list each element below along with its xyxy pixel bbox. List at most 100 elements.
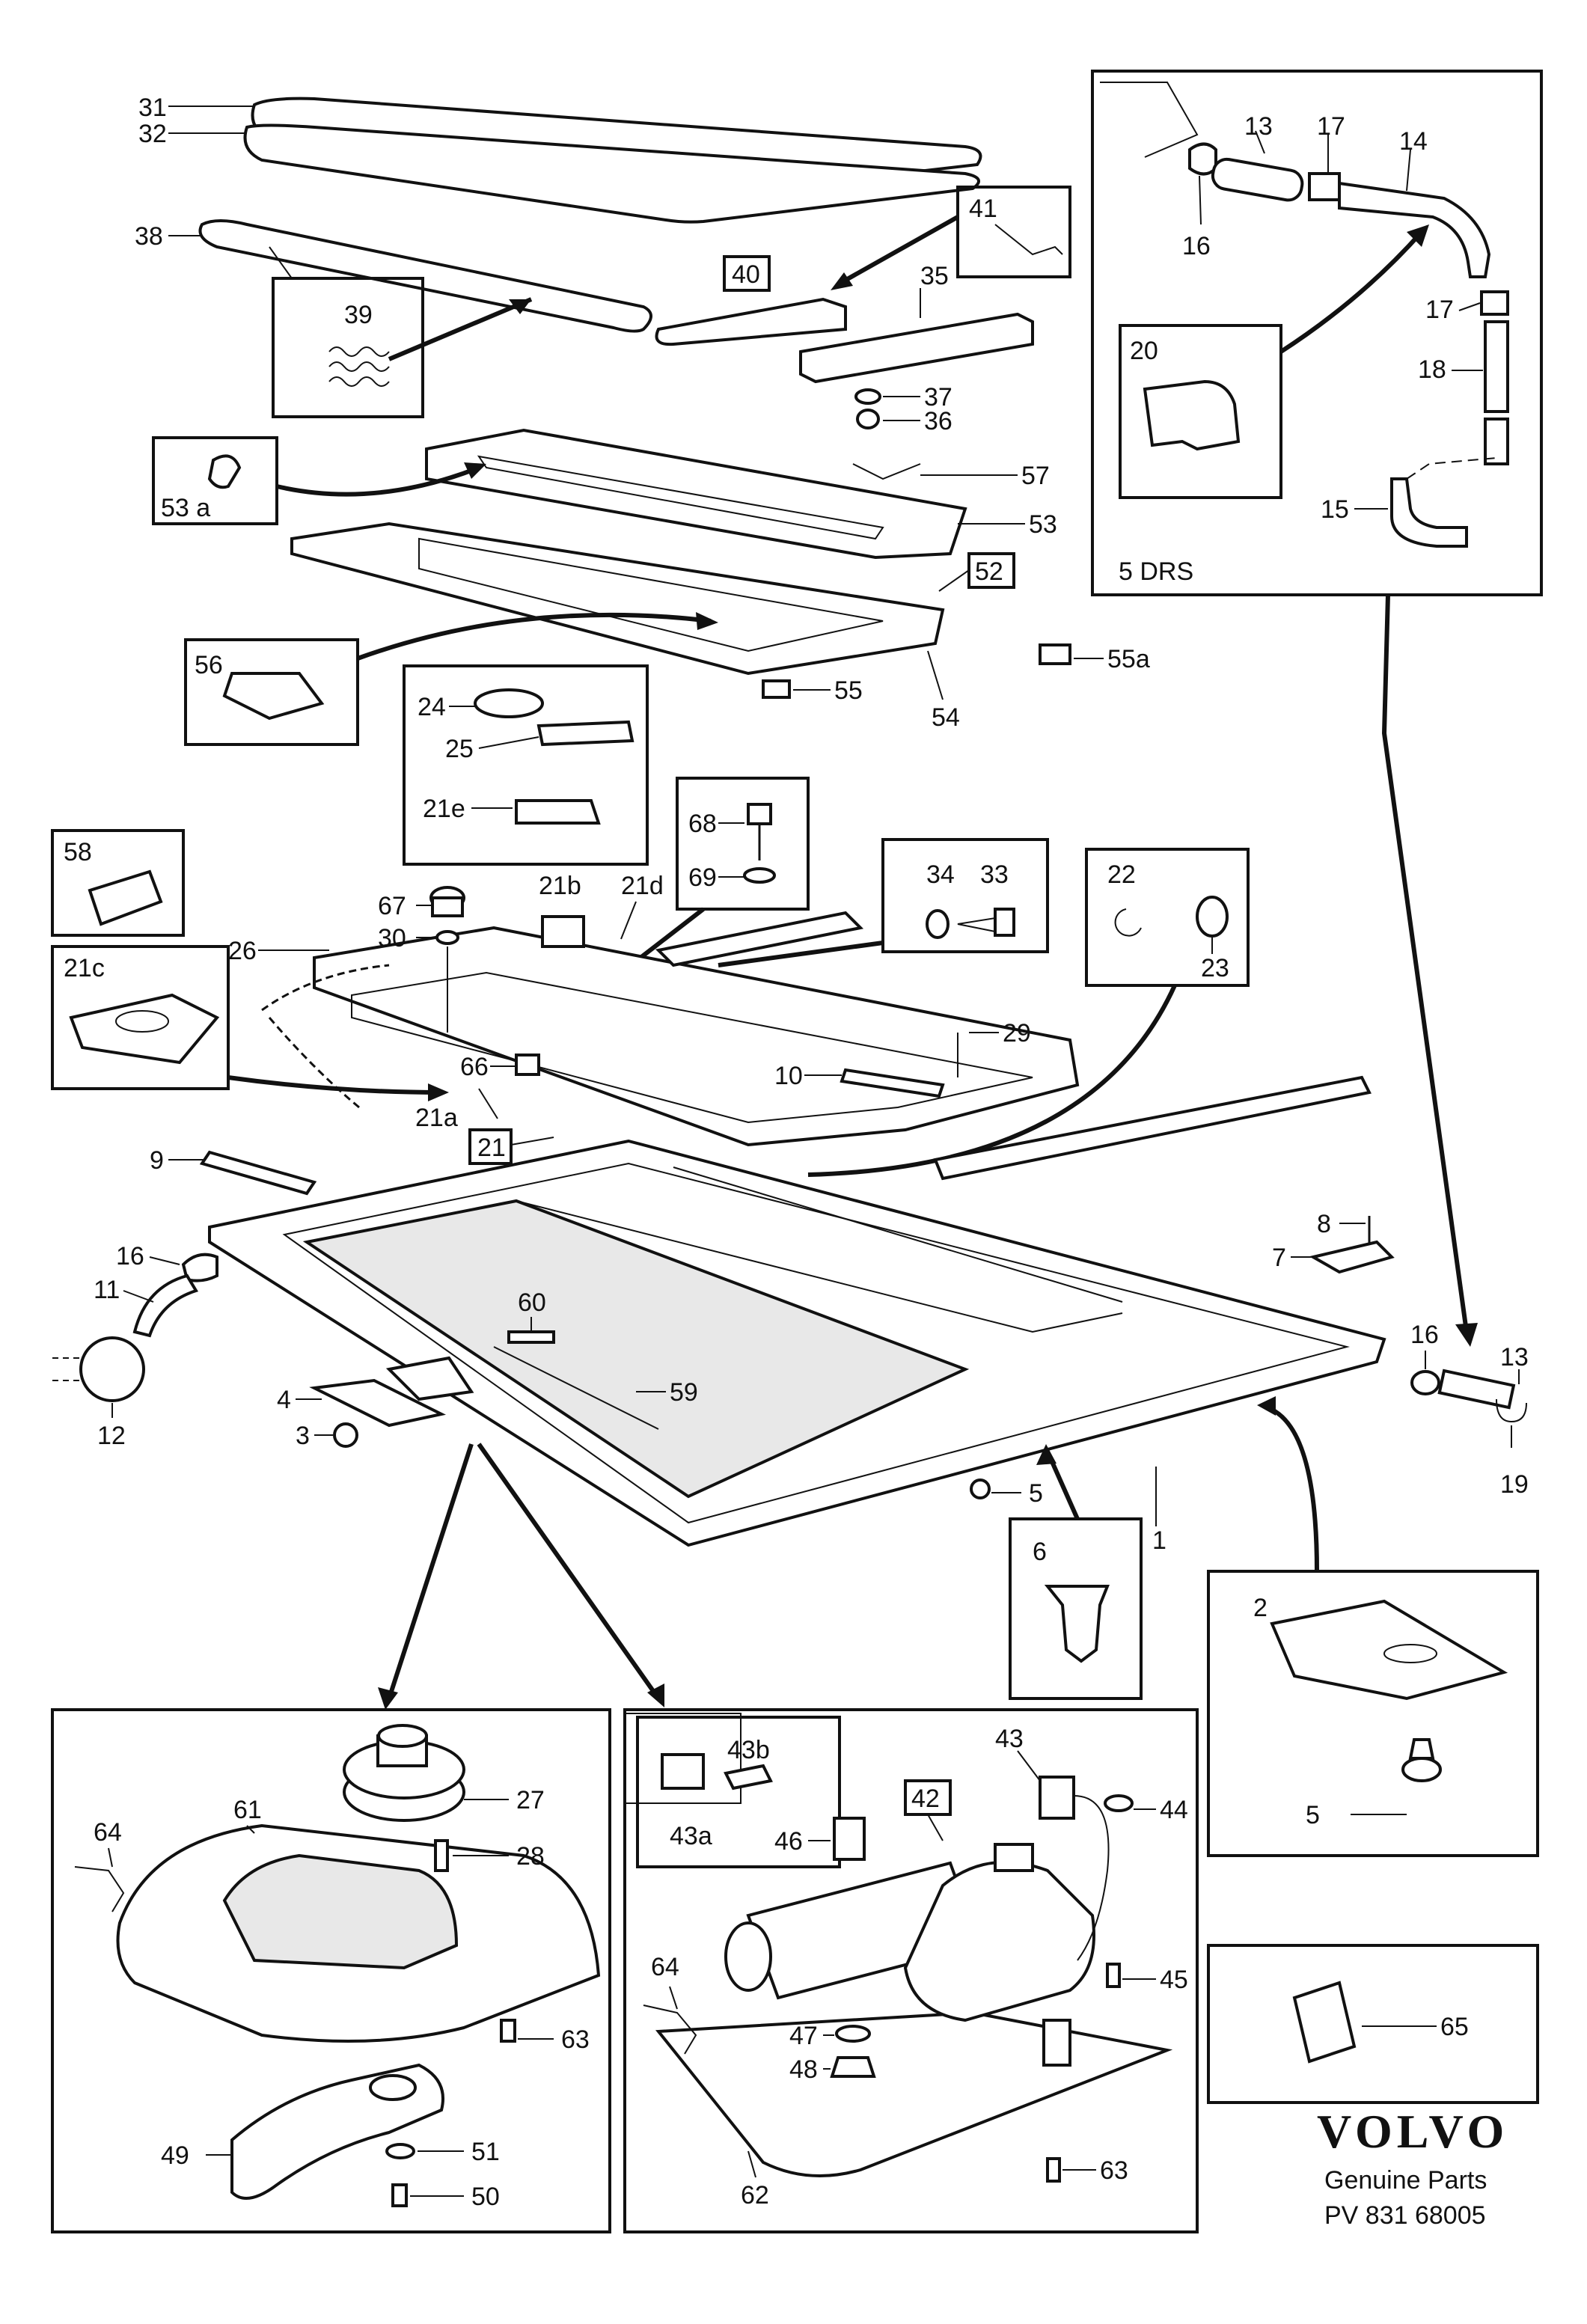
label-18: 18 <box>1418 355 1446 384</box>
label-12: 12 <box>97 1422 126 1450</box>
label-11: 11 <box>94 1276 120 1304</box>
clip-55a <box>1039 643 1071 665</box>
mount-46 <box>833 1817 866 1861</box>
label-61: 61 <box>233 1796 262 1824</box>
screw-66 <box>515 1054 540 1076</box>
cover-21c <box>69 993 220 1065</box>
deflector-arm-40 <box>655 297 847 346</box>
washer-30 <box>435 930 459 945</box>
detail-box-65 <box>1207 1944 1539 2104</box>
clip-64-left <box>74 1866 125 1912</box>
label-55a: 55a <box>1107 645 1150 673</box>
five-door-caption: 5 DRS <box>1119 557 1193 586</box>
label-23: 23 <box>1201 954 1229 982</box>
nut-36 <box>856 409 880 429</box>
label-21: 21 <box>477 1134 506 1162</box>
label-41: 41 <box>969 195 997 223</box>
bracket-4b <box>385 1356 474 1401</box>
detail-box-22-23 <box>1085 848 1250 987</box>
label-31: 31 <box>138 94 167 122</box>
detail-box-53a <box>152 436 278 525</box>
label-20: 20 <box>1130 337 1158 365</box>
detail-box-21c <box>51 945 230 1090</box>
label-27: 27 <box>516 1786 545 1814</box>
clip-6 <box>1044 1585 1110 1663</box>
label-55: 55 <box>834 676 863 705</box>
label-13-drs: 13 <box>1244 112 1273 141</box>
label-49: 49 <box>161 2141 189 2170</box>
bolt-33 <box>994 908 1015 937</box>
label-51: 51 <box>471 2138 500 2166</box>
label-10: 10 <box>774 1062 803 1090</box>
label-63-left: 63 <box>561 2025 590 2054</box>
label-60: 60 <box>518 1288 546 1317</box>
detail-box-24-25-21e <box>403 664 649 866</box>
label-9: 9 <box>150 1146 164 1175</box>
label-26: 26 <box>228 937 257 965</box>
washer-47 <box>835 2025 871 2043</box>
label-57: 57 <box>1021 462 1050 490</box>
spring-39 <box>328 346 390 387</box>
detail-box-43 <box>636 1716 841 1868</box>
bracket-4 <box>309 1378 446 1428</box>
clamp-17-top <box>1308 172 1341 201</box>
label-21b: 21b <box>539 872 581 900</box>
slide-rail-35 <box>799 312 1034 384</box>
label-53: 53 <box>1029 510 1057 539</box>
label-21a: 21a <box>415 1104 458 1132</box>
screw-5-roof <box>970 1479 991 1499</box>
manual-crank-box <box>51 1708 611 2233</box>
washer-44 <box>1104 1794 1134 1812</box>
label-5-bracket: 5 <box>1306 1801 1320 1829</box>
strip-9 <box>199 1150 317 1196</box>
strip-60 <box>507 1330 555 1344</box>
clip-53a <box>207 454 242 489</box>
strip-10 <box>840 1068 945 1098</box>
clip-22 <box>1114 908 1142 937</box>
o-ring-23 <box>1196 896 1229 938</box>
hose-13-right <box>1437 1369 1516 1410</box>
wire <box>1073 1795 1110 1961</box>
label-67: 67 <box>378 892 406 920</box>
label-5-roof: 5 <box>1029 1479 1043 1508</box>
label-40: 40 <box>732 260 760 289</box>
label-64-mid: 64 <box>651 1953 679 1981</box>
label-50: 50 <box>471 2183 500 2211</box>
clip-19 <box>1496 1398 1527 1423</box>
label-52: 52 <box>975 557 1003 586</box>
grommet-24 <box>474 688 544 718</box>
label-1: 1 <box>1152 1526 1166 1555</box>
label-17-drs-top: 17 <box>1317 112 1345 141</box>
label-8: 8 <box>1317 1210 1331 1238</box>
label-46: 46 <box>774 1827 803 1856</box>
slider-21b <box>541 915 585 948</box>
washer-34 <box>926 909 950 939</box>
hose-18-lower <box>1484 418 1509 465</box>
label-13-right: 13 <box>1500 1343 1529 1372</box>
bracket-20 <box>1143 379 1241 451</box>
label-30: 30 <box>378 924 406 952</box>
switch-65 <box>1292 1981 1357 2064</box>
crank-handle-49 <box>230 2063 444 2200</box>
label-53a: 53 a <box>161 494 210 522</box>
label-24: 24 <box>418 693 446 721</box>
label-39: 39 <box>344 301 373 329</box>
connector-43a <box>661 1753 705 1790</box>
detail-box-39 <box>272 277 424 418</box>
label-21e: 21e <box>423 795 465 823</box>
label-38: 38 <box>135 222 163 251</box>
label-17-drs-side: 17 <box>1425 296 1454 324</box>
label-7: 7 <box>1272 1244 1286 1272</box>
handle-housing-61 <box>116 1823 601 2043</box>
brand-logo: VOLVO <box>1317 2105 1508 2158</box>
label-37: 37 <box>924 383 952 412</box>
detail-box-2 <box>1207 1570 1539 1857</box>
detail-box-34-33 <box>881 838 1049 953</box>
mechanism-frame <box>313 911 1372 1181</box>
screw-63-mid <box>1046 2157 1061 2183</box>
label-box-40 <box>723 255 771 292</box>
clip-64-mid <box>643 2005 697 2055</box>
label-28: 28 <box>516 1842 545 1871</box>
label-21c: 21c <box>64 954 105 982</box>
label-3: 3 <box>296 1422 310 1450</box>
